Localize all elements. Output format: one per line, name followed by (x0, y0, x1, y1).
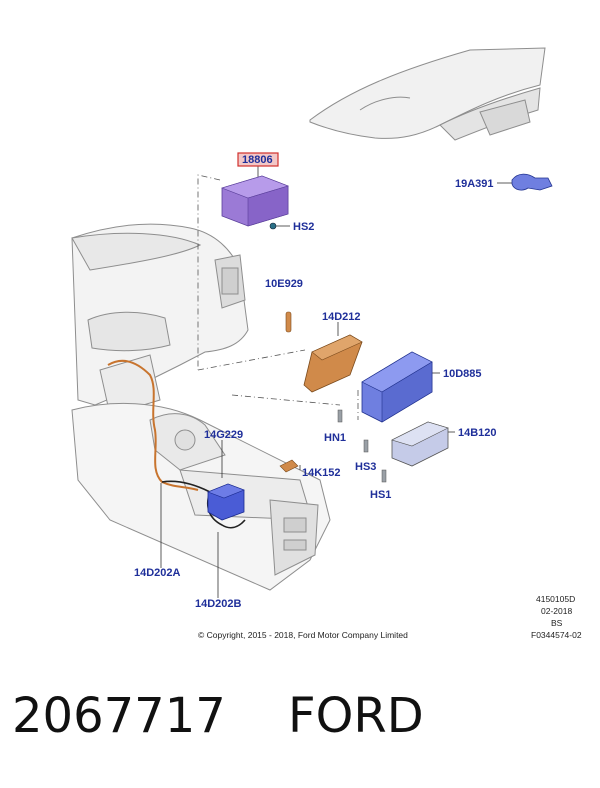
label-19a391: 19A391 (455, 178, 494, 190)
label-14d212: 14D212 (322, 311, 361, 323)
module-18806 (221, 175, 289, 227)
label-hn1: HN1 (324, 432, 346, 444)
label-18806: 18806 (242, 154, 273, 166)
bolt-hs3 (363, 439, 369, 453)
bolt-hs1 (381, 469, 387, 483)
ref-code: 4150105D (536, 594, 575, 604)
label-hs3: HS3 (355, 461, 376, 473)
module-14d212 (303, 334, 363, 393)
wiring-harness (107, 359, 199, 491)
bolt-hs2 (269, 222, 277, 230)
module-14b120 (391, 421, 449, 467)
copyright-text: © Copyright, 2015 - 2018, Ford Motor Com… (198, 630, 408, 640)
center-console (71, 402, 331, 591)
module-10d885 (361, 351, 433, 423)
parts-diagram: 18806 HS2 19A391 10E929 14D212 10D885 HN… (71, 47, 582, 640)
bolt-hn1 (337, 409, 343, 423)
label-14k152: 14K152 (302, 467, 341, 479)
part-10e929 (285, 311, 292, 333)
instrument-panel (71, 223, 249, 416)
label-10e929: 10E929 (265, 278, 303, 290)
module-14g229 (207, 483, 245, 521)
part-labels: 18806 HS2 19A391 10E929 14D212 10D885 HN… (134, 152, 497, 610)
label-hs1: HS1 (370, 489, 391, 501)
roof-headliner (309, 47, 546, 141)
part-19a391 (511, 173, 553, 191)
drawing-date: 02-2018 (541, 606, 572, 616)
callout-lines (160, 165, 512, 598)
label-14g229: 14G229 (204, 429, 243, 441)
highlight-box-18806 (237, 152, 279, 167)
figure-code: F0344574-02 (531, 630, 582, 640)
brand-name: FORD (288, 688, 424, 744)
label-14d202a: 14D202A (134, 567, 181, 579)
drawing-meta: 4150105D 02-2018 BS F0344574-02 © Copyri… (198, 594, 582, 640)
bs-code: BS (551, 618, 563, 628)
part-14k152 (279, 459, 299, 473)
label-10d885: 10D885 (443, 368, 482, 380)
label-14b120: 14B120 (458, 427, 497, 439)
label-14d202b: 14D202B (195, 598, 242, 610)
part-number: 2067717 (12, 688, 226, 744)
leader-lines (197, 174, 359, 420)
label-hs2: HS2 (293, 221, 314, 233)
